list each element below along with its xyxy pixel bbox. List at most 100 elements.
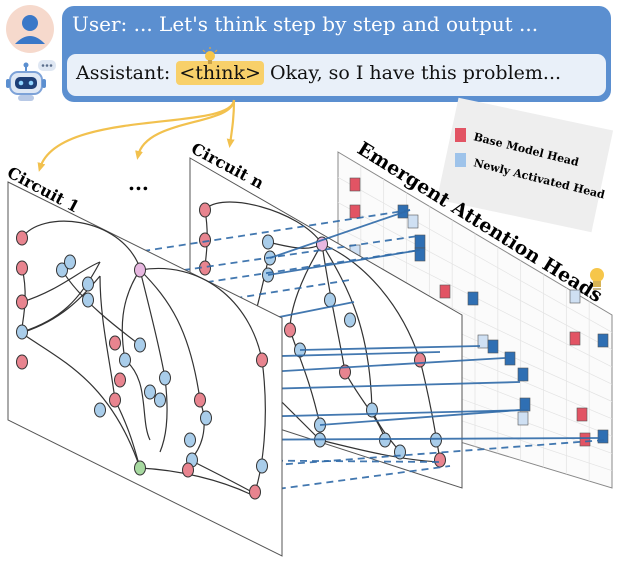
circuit-n-node [430,432,442,448]
connector-line [269,209,411,259]
circuit-1-edge [19,331,141,469]
circuit-1-node [134,460,146,476]
circuit-1-edge [254,359,266,493]
circuit-1-node [16,260,28,276]
circuit-1-node [182,462,194,478]
circuit-1-node [16,294,28,310]
circuit-1-edge [139,268,263,361]
circuit-1-node [56,262,68,278]
circuit-1-node [134,337,146,353]
assistant-box: Assistant: <think> Okay, so I have this … [67,54,606,96]
circuit-1-node [82,292,94,308]
lightbulb-icon [202,47,218,64]
attention-head [439,284,451,299]
connector-line [261,439,606,467]
legend-new-swatch [455,153,466,167]
attention-grid-line [337,176,613,333]
circuit-1-node [200,410,212,426]
circuit-1-node [256,458,268,474]
connector-line [71,209,411,263]
circuit-1-edge [139,467,251,495]
arrow-to-circuit-1 [37,99,236,172]
attention-head [576,407,588,422]
attention-head [579,432,591,447]
circuit-1-edge [139,269,201,401]
attention-head [504,351,516,366]
arrow-to-ellipsis [135,99,236,160]
circuit-1-edge [121,269,141,361]
circuit-1-node [184,432,196,448]
circuit-1-edge [21,261,101,303]
attention-grid-line [337,202,613,350]
attention-head [414,247,426,262]
connector-line [21,279,351,333]
circuit-n-edge [419,359,441,461]
attention-head [487,339,499,354]
connector-line [299,345,481,351]
circuit-1-edge [61,269,141,346]
attention-head [517,367,529,382]
attention-head [519,397,531,412]
connector-line [87,235,419,285]
circuit-1-node [134,262,146,278]
lightbulb-icon [590,268,604,290]
circuit-1-node [256,352,268,368]
attention-head [597,333,609,348]
arrow-to-circuit-n [226,99,236,148]
assistant-message: Assistant: <think> Okay, so I have this … [76,61,562,85]
circuit-n-node [262,234,274,250]
circuit-n-node [394,444,406,460]
circuit-n-node [366,402,378,418]
circuit-n-node [344,312,356,328]
circuit-1-node [82,276,94,292]
connector-line [254,465,451,493]
user-message: User: ... Let's think step by step and o… [72,12,539,36]
circuit-1-node [114,372,126,388]
attention-head [407,214,419,229]
circuit-n-edge [321,243,421,361]
circuit-1-edge [21,261,101,333]
circuit-n-node [434,452,446,468]
circuit-n-edge [321,243,346,373]
circuit-1-edge [139,269,166,379]
circuit-1-node [159,370,171,386]
attention-head [349,204,361,219]
circuit-n-edge [321,243,373,411]
circuit-1-edge [21,220,141,269]
connector-line [267,249,421,276]
assistant-prefix: Assistant: [76,62,171,84]
circuit-1-node [249,484,261,500]
circuit-1-node [109,335,121,351]
think-token: <think> [176,61,264,85]
circuit-1-node [16,230,28,246]
circuit-1-edge [99,275,116,401]
attention-head [569,331,581,346]
circuit-1-node [109,392,121,408]
attention-head [569,289,581,304]
circuit-n-node [339,364,351,380]
circuit-1-node [16,324,28,340]
user-avatar-icon [6,5,54,53]
circuit-n-node [414,352,426,368]
circuit-n-node [324,292,336,308]
legend-base-swatch [455,128,466,142]
circuit-n-node [199,202,211,218]
attention-head [414,234,426,249]
circuit-1-node [154,392,166,408]
circuit-1-node [94,402,106,418]
circuit-n-edge [289,329,321,426]
attention-head [597,429,609,444]
connector-line [319,409,521,426]
circuit-ellipsis: ... [128,171,149,195]
circuit-1-node [119,352,131,368]
circuit-n-edge [204,201,323,245]
circuit-n-node [379,432,391,448]
circuit-1-node [144,384,156,400]
robot-assistant-icon [6,60,56,101]
circuit-1-edge [124,359,151,441]
attention-head [349,177,361,192]
circuit-1-node [16,354,28,370]
assistant-response: Okay, so I have this problem... [269,62,562,84]
